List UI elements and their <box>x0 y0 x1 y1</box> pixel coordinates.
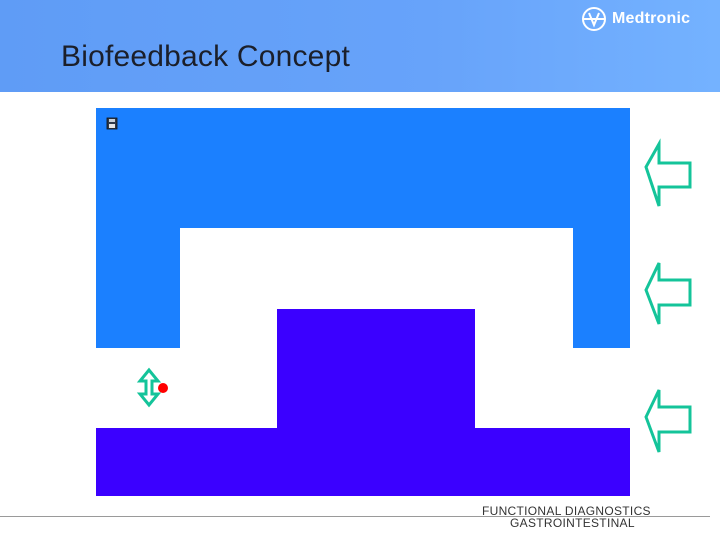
left-arrow-icon <box>644 262 692 325</box>
up-down-arrow-icon <box>136 367 162 408</box>
slide-header: Biofeedback Concept Medtronic <box>0 0 720 92</box>
left-arrow-icon <box>644 138 692 207</box>
upper-shape <box>96 108 630 348</box>
slide-title: Biofeedback Concept <box>61 40 350 73</box>
footer-line-1: FUNCTIONAL DIAGNOSTICS <box>482 504 651 518</box>
logo-text: Medtronic <box>612 10 691 27</box>
lower-shape <box>96 309 630 496</box>
company-logo: Medtronic <box>580 5 690 33</box>
left-arrow-icon <box>644 389 692 453</box>
medtronic-logo-icon <box>582 7 606 31</box>
save-icon[interactable] <box>106 117 118 130</box>
footer-line-2: GASTROINTESTINAL <box>510 516 635 530</box>
indicator-dot <box>158 383 168 393</box>
footer-divider <box>0 516 710 517</box>
